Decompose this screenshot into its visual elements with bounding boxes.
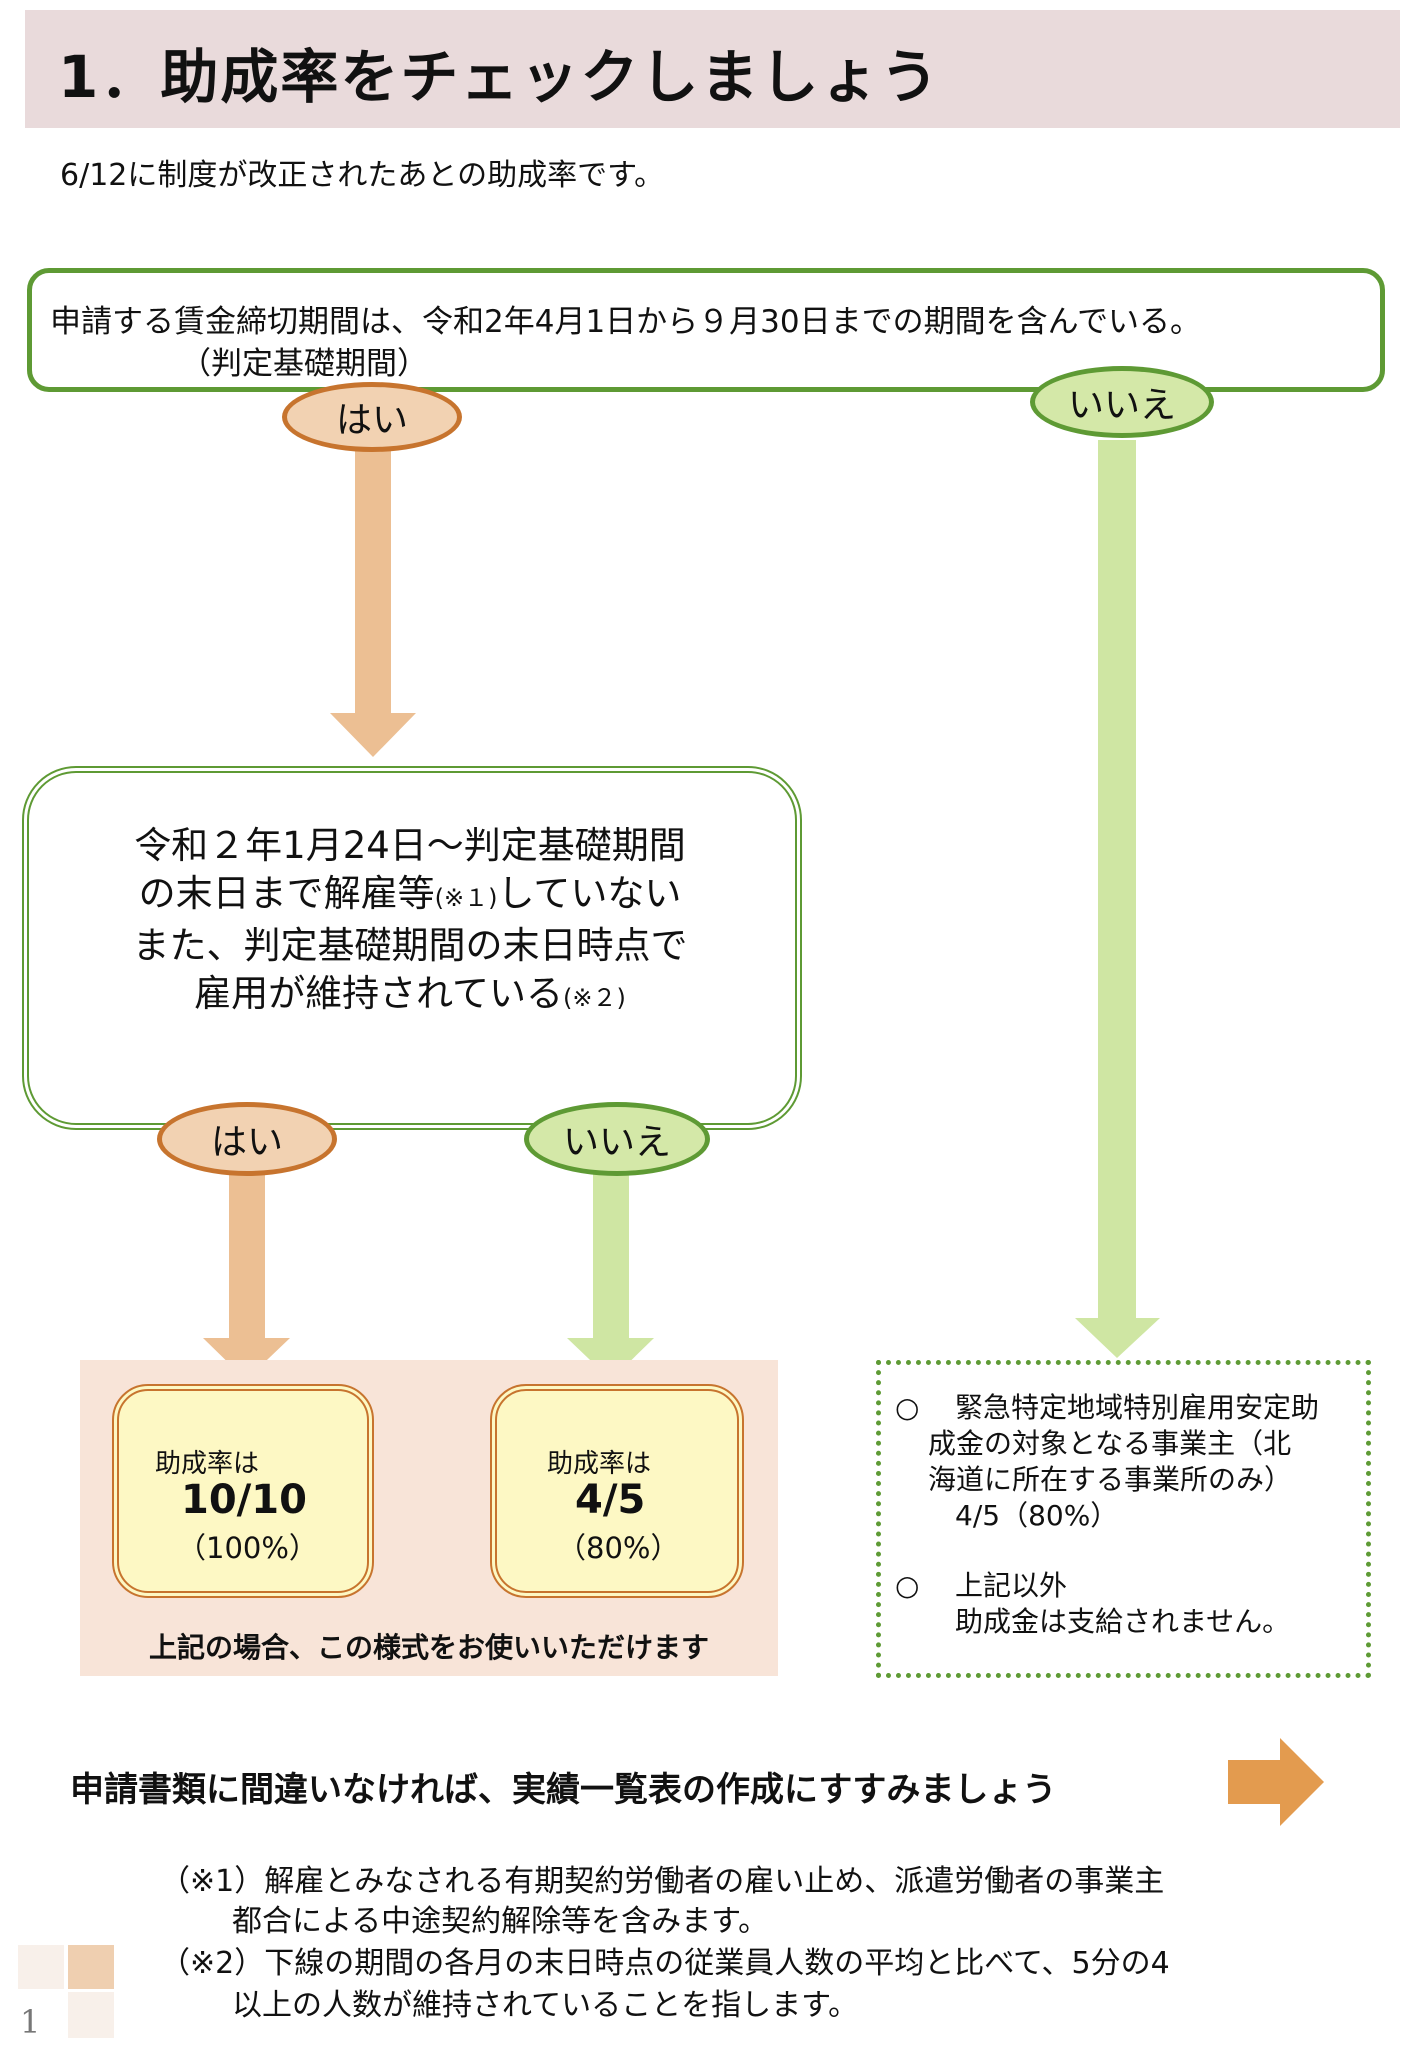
no-branch-rate: 4/5（80%） (955, 1499, 1119, 1532)
next-step-message: 申請書類に間違いなければ、実績一覧表の作成にすすみましょう (70, 1770, 1057, 1810)
question-2-line: また、判定基礎期間の末日時点で (132, 924, 688, 967)
footnote-1: （※1）解雇とみなされる有期契約労働者の雇い止め、派遣労働者の事業主 (160, 1864, 1165, 1899)
subtitle: 6/12に制度が改正されたあとの助成率です。 (60, 158, 665, 193)
question-2-box (22, 766, 802, 1130)
footnote-ref: (※２) (563, 984, 626, 1012)
question-1-text: 申請する賃金締切期間は、令和2年4月1日から９月30日までの期間を含んでいる。 (50, 304, 1202, 340)
rate-value: 4/5 (575, 1477, 646, 1523)
rate-value: 10/10 (181, 1477, 307, 1523)
question-2-text-part: していない (497, 872, 682, 915)
bullet-circle-icon: ○ (895, 1391, 920, 1424)
question-2-text-part: の末日まで解雇等 (138, 872, 435, 915)
question-2-text-part: 雇用が維持されている (194, 972, 564, 1015)
arrow-down-icon (1075, 440, 1160, 1358)
footnote-2-cont: 以上の人数が維持されていることを指します。 (232, 1988, 859, 2023)
yes-badge: はい (157, 1102, 337, 1176)
question-2-line: の末日まで解雇等(※１)していない (60, 870, 760, 922)
no-branch-text: 助成金は支給されません。 (955, 1605, 1291, 1638)
footnote-2: （※2）下線の期間の各月の末日時点の従業員人数の平均と比べて、5分の4 (160, 1946, 1170, 1981)
usage-note: 上記の場合、この様式をお使いいただけます (148, 1631, 709, 1664)
rate-box-full: 助成率は 10/10 （100%） (112, 1384, 374, 1598)
footnote-1-cont: 都合による中途契約解除等を含みます。 (232, 1904, 769, 1939)
question-1-box (27, 268, 1385, 392)
no-branch-text: 成金の対象となる事業主（北 (928, 1427, 1292, 1460)
footnote-ref: (※１) (434, 884, 498, 912)
page-title: 1．助成率をチェックしましょう (58, 43, 941, 111)
question-2-line: 雇用が維持されている(※２) (60, 970, 760, 1022)
page-decoration (18, 1945, 64, 1989)
question-2-line: 令和２年1月24日～判定基礎期間 (134, 824, 686, 867)
no-badge: いいえ (524, 1102, 710, 1176)
no-branch-text: 上記以外 (955, 1569, 1068, 1602)
arrow-down-icon (330, 440, 416, 757)
question-1-subtext: （判定基礎期間） (180, 346, 428, 382)
page-decoration (68, 1992, 114, 2038)
arrow-down-icon (203, 1170, 290, 1380)
arrow-right-icon (1228, 1738, 1324, 1826)
bullet-circle-icon: ○ (895, 1569, 920, 1602)
page-number: 1 (20, 2003, 41, 2041)
title-band (25, 10, 1400, 128)
no-badge: いいえ (1030, 366, 1214, 438)
arrow-down-icon (567, 1170, 654, 1380)
rate-percent: （100%） (177, 1531, 318, 1565)
no-branch-text: 海道に所在する事業所のみ） (928, 1463, 1293, 1496)
no-branch-text: 緊急特定地域特別雇用安定助 (955, 1391, 1320, 1424)
rate-percent: （80%） (557, 1531, 680, 1565)
question-2-text: 令和２年1月24日～判定基礎期間 の末日まで解雇等(※１)していない また、判定… (60, 822, 760, 1022)
rate-label: 助成率は (547, 1449, 652, 1479)
yes-badge: はい (282, 382, 462, 452)
rate-box-partial: 助成率は 4/5 （80%） (490, 1384, 744, 1598)
page-decoration (68, 1945, 114, 1989)
no-branch-box (876, 1360, 1371, 1678)
rate-label: 助成率は (155, 1449, 260, 1479)
